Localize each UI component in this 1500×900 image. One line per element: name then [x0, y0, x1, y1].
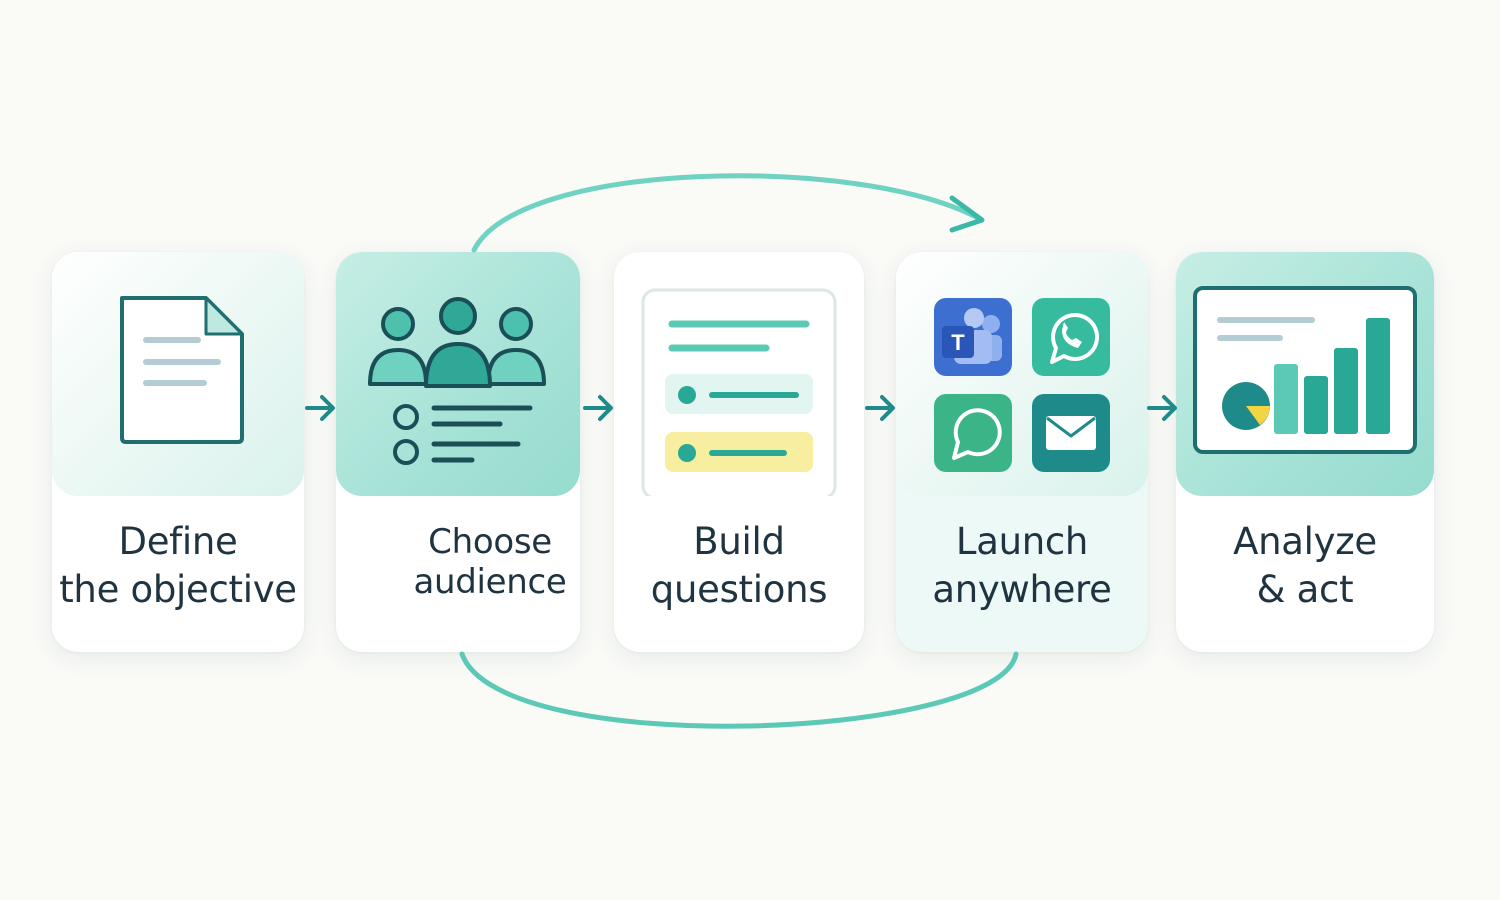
dashboard-icon: [1193, 286, 1417, 454]
loop-arrow-top: [471, 173, 981, 253]
step-visual: [336, 252, 580, 496]
step-card-audience: Choose audience: [336, 252, 580, 652]
step-title: Define: [118, 520, 238, 563]
question-form-icon: [641, 288, 837, 496]
step-subtitle: the objective: [59, 568, 297, 611]
document-icon: [120, 296, 244, 444]
teams-icon: T: [934, 298, 1012, 376]
whatsapp-icon: [1032, 298, 1110, 376]
step-title: Build: [693, 520, 785, 563]
step-visual: T: [896, 252, 1148, 496]
step-label: Build questions: [614, 518, 864, 614]
svg-text:T: T: [951, 330, 965, 355]
step-subtitle: questions: [650, 568, 828, 611]
step-label: Analyze & act: [1176, 518, 1434, 614]
step-card-define: Define the objective: [52, 252, 304, 652]
channels-icon: T: [934, 298, 1110, 472]
step-subtitle: anywhere: [932, 568, 1112, 611]
chat-bubble-icon: [934, 394, 1012, 472]
step-card-questions: Build questions: [614, 252, 864, 652]
step-card-analyze: Analyze & act: [1176, 252, 1434, 652]
step-title: Launch: [955, 520, 1089, 563]
next-arrow-icon: [865, 395, 895, 421]
step-label: Define the objective: [52, 518, 304, 614]
step-visual: [614, 252, 864, 496]
step-label: Choose audience: [368, 522, 580, 602]
step-visual: [1176, 252, 1434, 496]
loop-arrow-bottom: [459, 651, 1019, 729]
step-card-launch: T: [896, 252, 1148, 652]
step-subtitle: & act: [1256, 568, 1354, 611]
email-icon: [1032, 394, 1110, 472]
audience-icon: [368, 297, 546, 465]
next-arrow-icon: [583, 395, 613, 421]
step-title: Analyze: [1233, 520, 1377, 563]
step-visual: [52, 252, 304, 496]
next-arrow-icon: [305, 395, 335, 421]
step-subtitle: audience: [413, 562, 567, 602]
step-label: Launch anywhere: [896, 518, 1148, 614]
step-title: Choose: [428, 522, 552, 562]
loop-arrowhead-icon: [949, 195, 985, 233]
next-arrow-icon: [1147, 395, 1177, 421]
